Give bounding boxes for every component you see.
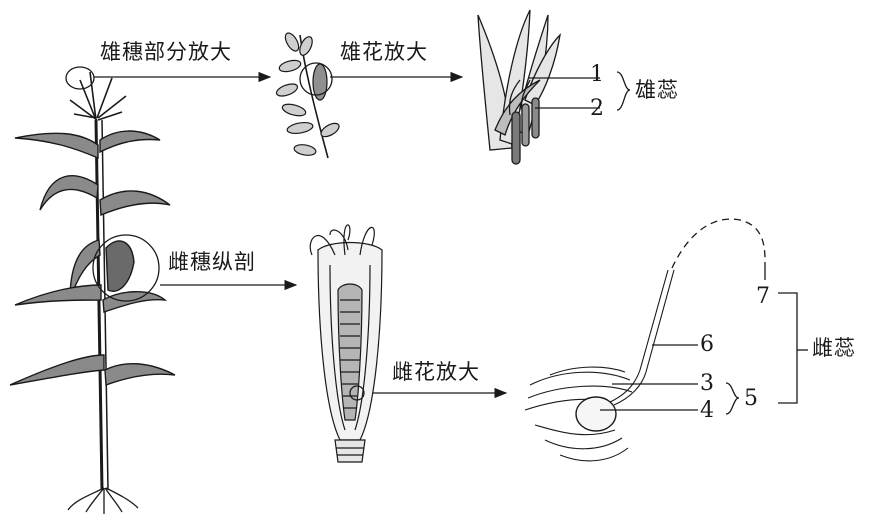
label-female-flower-enlarged: 雌花放大 — [392, 360, 480, 384]
female-flower-highlight-circle — [349, 385, 365, 401]
label-female-spike-section: 雌穗纵剖 — [168, 250, 256, 274]
part-label-3: 3 — [700, 371, 714, 396]
pistil-bracket — [778, 292, 798, 404]
male-flower — [477, 9, 561, 165]
ear-highlight-circle — [92, 234, 160, 302]
tassel-highlight-circle — [65, 66, 95, 90]
part-label-6: 6 — [700, 332, 714, 357]
corn-plant — [9, 71, 176, 514]
label-male-spike-enlarged: 雄穗部分放大 — [100, 40, 232, 64]
stamen-brace — [616, 71, 631, 111]
part-label-7: 7 — [756, 284, 770, 309]
part-label-4: 4 — [700, 398, 714, 423]
stigma-dashed-line — [671, 218, 766, 269]
part-label-1: 1 — [590, 62, 604, 87]
male-flower-highlight-circle — [299, 62, 333, 96]
part-label-2: 2 — [590, 96, 604, 121]
part-label-5: 5 — [744, 386, 758, 411]
label-male-flower-enlarged: 雄花放大 — [340, 40, 428, 64]
label-pistil: 雌蕊 — [812, 336, 856, 360]
label-stamen: 雄蕊 — [635, 78, 679, 102]
female-spike-section — [309, 224, 383, 463]
female-flower — [524, 269, 675, 462]
male-spike-branch — [275, 32, 340, 159]
ovary-brace — [725, 382, 740, 415]
